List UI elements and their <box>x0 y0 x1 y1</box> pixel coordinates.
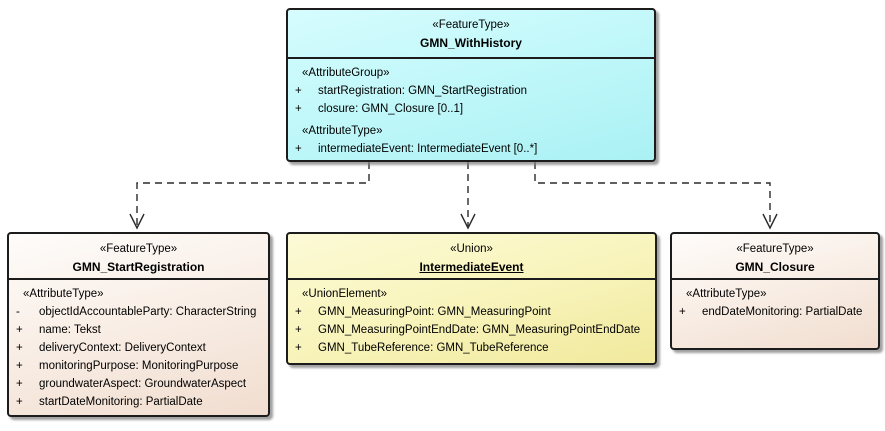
section-stereotype: «AttributeType» <box>686 288 767 300</box>
attribute-row: + startRegistration: GMN_StartRegistrati… <box>288 82 654 100</box>
dependency-arrow-withhistory-to-startregistration[interactable] <box>129 162 370 230</box>
class-gmn-withhistory[interactable]: «FeatureType» GMN_WithHistory «Attribute… <box>286 8 656 162</box>
attribute-row: + closure: GMN_Closure [0..1] <box>288 100 654 118</box>
section-stereotype: «UnionElement» <box>302 288 388 300</box>
attribute-text: objectIdAccountableParty: CharacterStrin… <box>39 306 257 318</box>
attributes-compartment: «AttributeGroup» + startRegistration: GM… <box>288 59 654 158</box>
attribute-row: + intermediateEvent: IntermediateEvent [… <box>288 140 654 158</box>
attribute-text: monitoringPurpose: MonitoringPurpose <box>39 360 239 372</box>
attribute-row: + startDateMonitoring: PartialDate <box>9 393 268 411</box>
attribute-text: deliveryContext: DeliveryContext <box>39 342 206 354</box>
attribute-text: startDateMonitoring: PartialDate <box>39 396 203 408</box>
attribute-row: + endDateMonitoring: PartialDate <box>672 303 878 321</box>
visibility-marker: + <box>679 306 686 318</box>
attributes-compartment: «AttributeType» - objectIdAccountablePar… <box>9 280 268 411</box>
class-stereotype: «FeatureType» <box>432 19 510 31</box>
attributes-compartment: «AttributeType» + endDateMonitoring: Par… <box>672 280 878 321</box>
visibility-marker: + <box>295 342 302 354</box>
section-stereotype: «AttributeType» <box>302 125 383 137</box>
attribute-row: + GMN_MeasuringPoint: GMN_MeasuringPoint <box>288 303 655 321</box>
attribute-row: + deliveryContext: DeliveryContext <box>9 339 268 357</box>
attributes-compartment: «UnionElement» + GMN_MeasuringPoint: GMN… <box>288 280 655 357</box>
attribute-text: GMN_MeasuringPointEndDate: GMN_Measuring… <box>318 324 641 336</box>
attribute-text: GMN_MeasuringPoint: GMN_MeasuringPoint <box>318 306 551 318</box>
attribute-text: closure: GMN_Closure [0..1] <box>318 103 464 115</box>
class-header: «FeatureType» GMN_WithHistory <box>288 10 654 59</box>
attribute-text: GMN_TubeReference: GMN_TubeReference <box>318 342 549 354</box>
visibility-marker: + <box>16 360 23 372</box>
class-gmn-closure[interactable]: «FeatureType» GMN_Closure «AttributeType… <box>670 232 880 350</box>
class-stereotype: «FeatureType» <box>99 243 178 255</box>
attribute-text: intermediateEvent: IntermediateEvent [0.… <box>318 143 538 155</box>
dependency-arrow-withhistory-to-closure[interactable] <box>534 162 778 230</box>
dependency-arrow-withhistory-to-intermediateevent[interactable] <box>460 162 476 230</box>
attribute-row: - objectIdAccountableParty: CharacterStr… <box>9 303 268 321</box>
visibility-marker: - <box>16 306 20 318</box>
attribute-row: + GMN_MeasuringPointEndDate: GMN_Measuri… <box>288 321 655 339</box>
attribute-text: groundwaterAspect: GroundwaterAspect <box>39 378 247 390</box>
visibility-marker: + <box>16 378 23 390</box>
visibility-marker: + <box>295 103 302 115</box>
attribute-row: + GMN_TubeReference: GMN_TubeReference <box>288 339 655 357</box>
class-name: GMN_WithHistory <box>420 36 522 50</box>
visibility-marker: + <box>295 324 302 336</box>
class-intermediateevent[interactable]: «Union» IntermediateEvent «UnionElement»… <box>286 232 657 365</box>
visibility-marker: + <box>295 85 302 97</box>
visibility-marker: + <box>16 342 23 354</box>
class-header: «Union» IntermediateEvent <box>288 234 655 280</box>
class-stereotype: «Union» <box>450 243 493 255</box>
visibility-marker: + <box>16 396 23 408</box>
visibility-marker: + <box>295 306 302 318</box>
attribute-row: + groundwaterAspect: GroundwaterAspect <box>9 375 268 393</box>
attribute-row: + name: Tekst <box>9 321 268 339</box>
class-name: GMN_StartRegistration <box>72 260 205 274</box>
class-name: IntermediateEvent <box>419 260 524 274</box>
class-header: «FeatureType» GMN_Closure <box>672 234 878 280</box>
section-stereotype: «AttributeType» <box>23 288 104 300</box>
attribute-text: endDateMonitoring: PartialDate <box>702 306 863 318</box>
attribute-row: + monitoringPurpose: MonitoringPurpose <box>9 357 268 375</box>
class-name: GMN_Closure <box>735 260 815 274</box>
visibility-marker: + <box>16 324 23 336</box>
attribute-text: name: Tekst <box>39 324 101 336</box>
attribute-text: startRegistration: GMN_StartRegistration <box>318 85 527 97</box>
class-stereotype: «FeatureType» <box>736 243 814 255</box>
section-stereotype: «AttributeGroup» <box>302 67 390 79</box>
class-header: «FeatureType» GMN_StartRegistration <box>9 234 268 280</box>
visibility-marker: + <box>295 143 302 155</box>
class-gmn-startregistration[interactable]: «FeatureType» GMN_StartRegistration «Att… <box>7 232 270 417</box>
